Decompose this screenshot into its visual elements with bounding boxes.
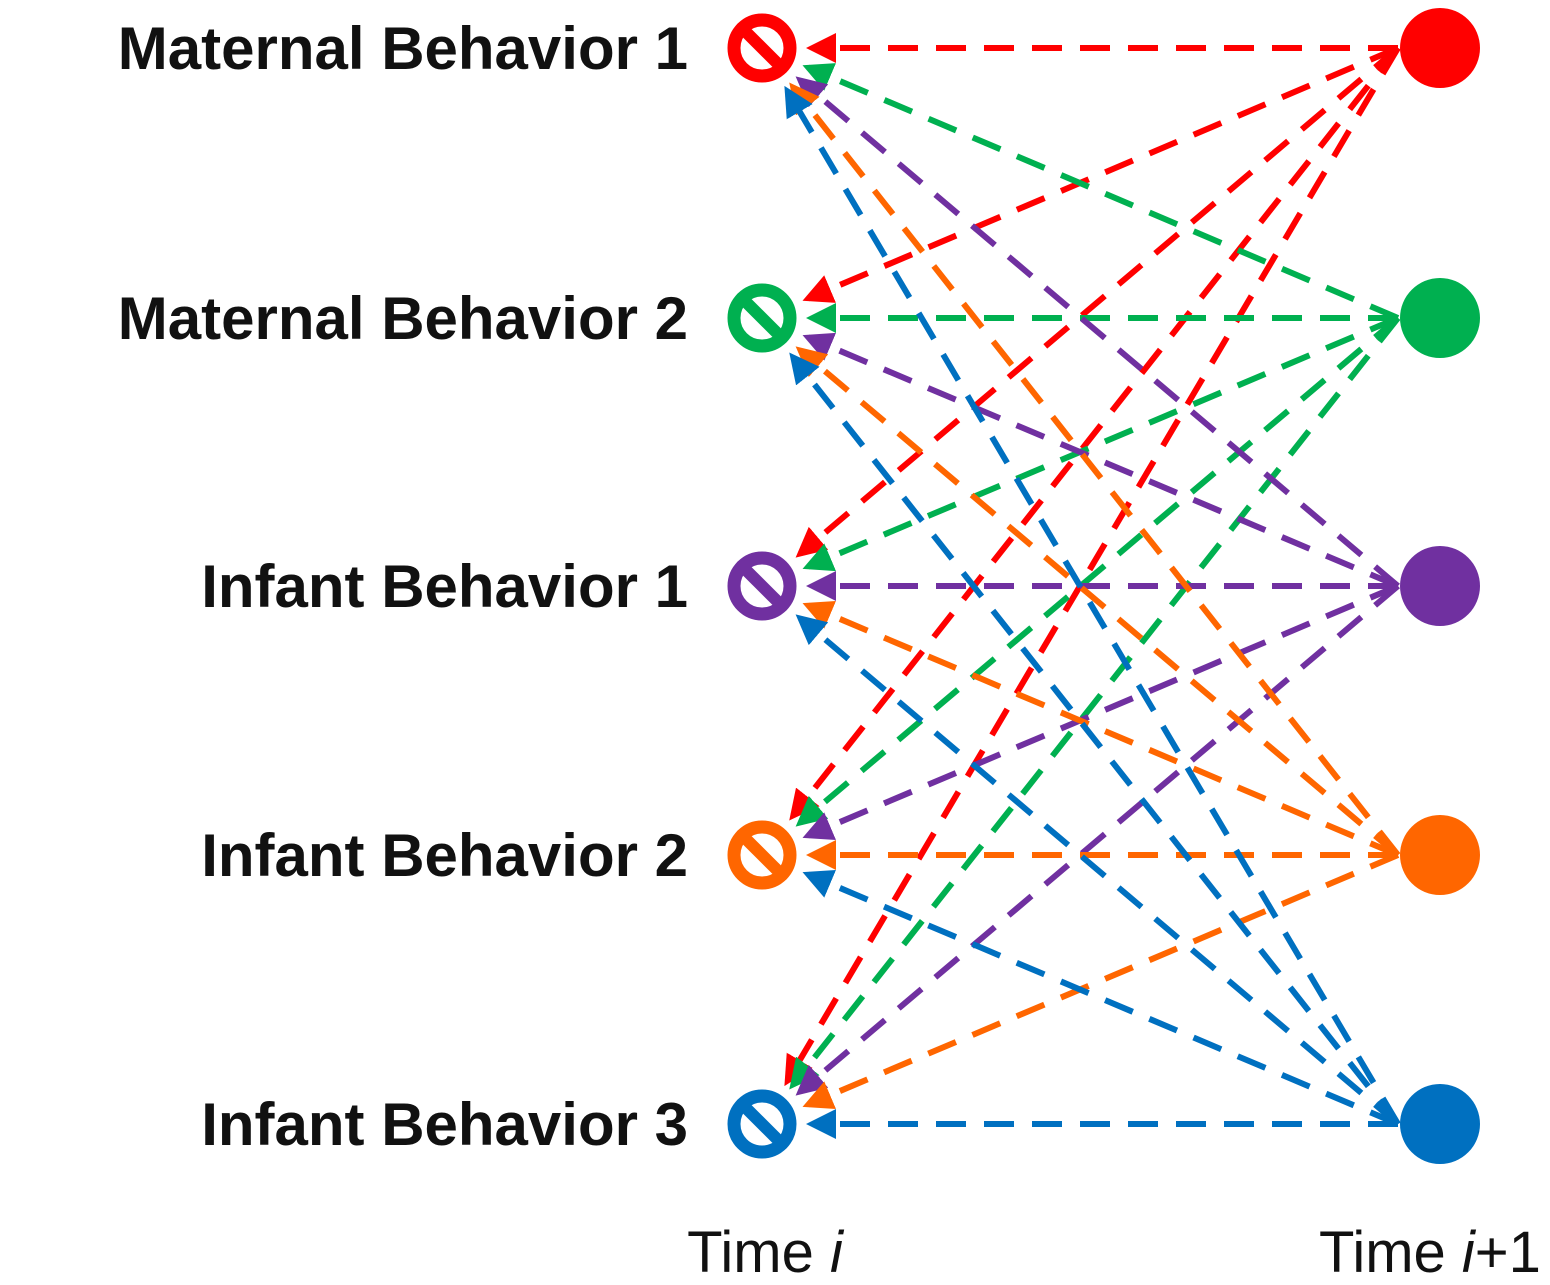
no-entry-ring-icon (727, 551, 797, 621)
edge-ib1-to-mb1 (795, 76, 1400, 589)
node-label-ib3: Infant Behavior 3 (201, 1091, 688, 1158)
edge-ib3-to-ib1 (795, 614, 1400, 1127)
time-i-plus-1-nodes (1400, 8, 1480, 1164)
node-label-ib2: Infant Behavior 2 (201, 822, 688, 889)
edge-ib3-to-mb2 (789, 352, 1401, 1126)
node-label-ib1: Infant Behavior 1 (201, 553, 688, 620)
edge-ib3-to-mb1 (784, 85, 1401, 1126)
edge-ib2-to-mb2 (795, 346, 1400, 858)
time-i-label: Time i (687, 1220, 845, 1285)
filled-circle-icon (1400, 546, 1480, 626)
edge-mb2-to-ib2 (795, 315, 1400, 827)
edge-ib1-to-ib3 (795, 583, 1400, 1096)
filled-circle-icon (1400, 1084, 1480, 1164)
no-entry-ring-icon (727, 820, 797, 890)
edge-ib1-to-mb2 (802, 332, 1400, 589)
edge-mb2-to-mb1 (802, 63, 1400, 321)
edges-layer (784, 33, 1401, 1139)
filled-circle-icon (1400, 8, 1480, 88)
edge-ib1-to-ib2 (802, 583, 1400, 840)
node-labels: Maternal Behavior 1 Maternal Behavior 2 In… (118, 15, 688, 1158)
no-entry-ring-icon (727, 1089, 797, 1159)
edge-mb1-to-mb2 (802, 45, 1400, 303)
node-label-mb1: Maternal Behavior 1 (118, 15, 688, 82)
edge-mb1-to-ib2 (789, 46, 1401, 821)
edge-ib2-to-ib3 (802, 852, 1400, 1109)
edge-mb2-to-ib3 (789, 316, 1401, 1090)
filled-circle-icon (1400, 278, 1480, 358)
edge-mb2-to-ib1 (802, 315, 1400, 572)
no-entry-ring-icon (727, 13, 797, 83)
edge-ib3-to-ib2 (802, 870, 1400, 1127)
time-i-plus-1-label: Time i+1 (1319, 1220, 1541, 1285)
edge-mb1-to-ib1 (795, 45, 1400, 558)
time-i-nodes (727, 13, 797, 1159)
edge-ib2-to-mb1 (789, 82, 1401, 857)
edge-ib2-to-ib1 (802, 601, 1400, 858)
node-label-mb2: Maternal Behavior 2 (118, 285, 688, 352)
filled-circle-icon (1400, 815, 1480, 895)
no-entry-ring-icon (727, 283, 797, 353)
edge-mb1-to-ib3 (784, 46, 1401, 1087)
